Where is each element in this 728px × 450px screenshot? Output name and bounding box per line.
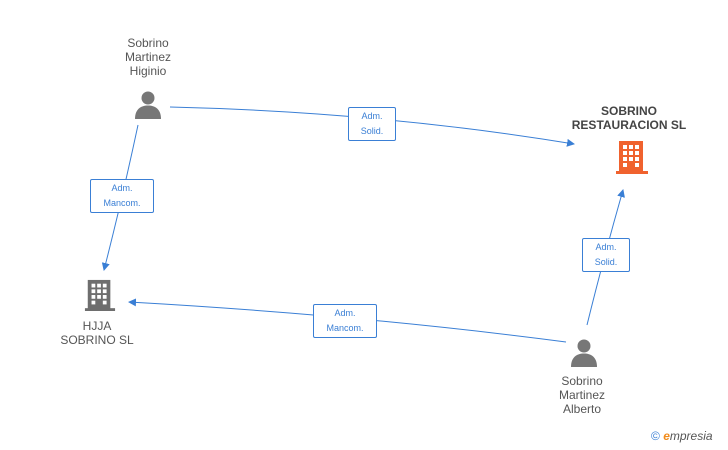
- brand-logo[interactable]: © empresia: [651, 429, 713, 443]
- person-higinio-label: Sobrino Martinez Higinio: [124, 36, 171, 78]
- edge-label-adm-mancom: Adm. Mancom.: [90, 179, 154, 213]
- company-hjja-label: HJJA SOBRINO SL: [60, 319, 134, 347]
- edge-label-adm-solid: Adm. Solid.: [348, 107, 396, 141]
- brand-e: e: [663, 429, 670, 443]
- person-icon: [135, 91, 161, 119]
- edge-label-adm-solid: Adm. Solid.: [582, 238, 630, 272]
- building-icon: [84, 279, 116, 311]
- copyright-symbol: ©: [651, 429, 660, 443]
- brand-name: mpresia: [669, 429, 713, 443]
- building-icon: [616, 141, 648, 174]
- edge-label-adm-mancom: Adm. Mancom.: [313, 304, 377, 338]
- person-icon: [571, 339, 597, 367]
- company-restauracion-label: SOBRINO RESTAURACION SL: [571, 104, 687, 132]
- person-alberto-label: Sobrino Martinez Alberto: [558, 374, 605, 416]
